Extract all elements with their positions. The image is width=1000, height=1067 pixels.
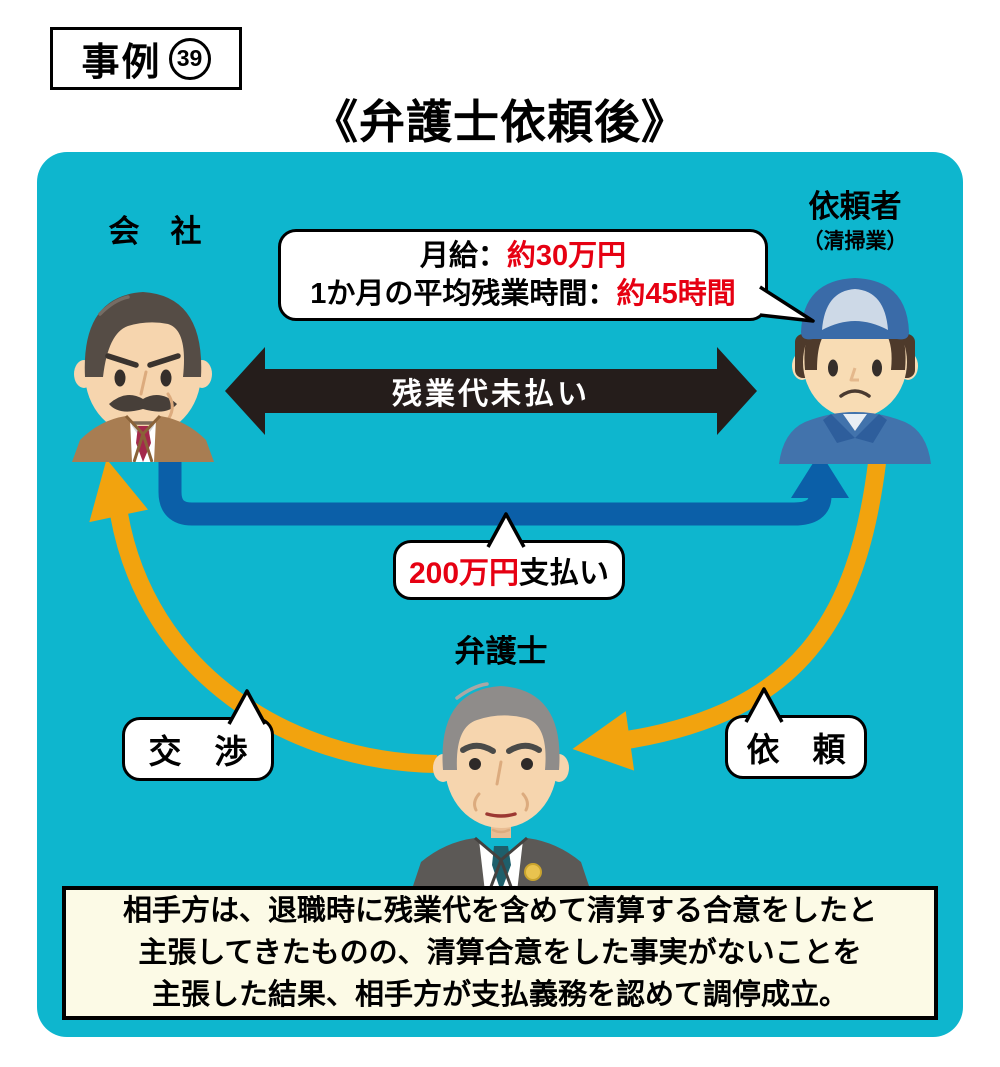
- page-title: 《弁護士依頼後》: [312, 96, 688, 148]
- unpaid-overtime-label: 残業代未払い: [392, 378, 590, 411]
- payment-bubble: 200万円支払い: [393, 512, 625, 600]
- salary-line2: 1か月の平均残業時間：約45時間: [310, 275, 735, 313]
- summary-line: 相手方は、退職時に残業代を含めて清算する合意をしたと: [122, 895, 877, 927]
- unpaid-overtime-arrow: 残業代未払い: [225, 345, 757, 437]
- request-bubble: 依 頼: [725, 687, 867, 779]
- client-label: 依頼者 （清掃業）: [765, 190, 945, 258]
- lawyer-label: 弁護士: [454, 634, 548, 669]
- client-label-main: 依頼者: [808, 189, 902, 224]
- flow-arrows-layer: [89, 440, 886, 773]
- negotiation-bubble: 交 渉: [122, 689, 274, 781]
- diagram-panel: 残業代未払い 会 社 依頼者 （清掃業） 弁護士 月給：約30万円 1か月の平均…: [37, 152, 963, 1037]
- lawyer-avatar: [411, 682, 591, 892]
- salary-line2-label: 1か月の平均残業時間：: [310, 278, 617, 310]
- summary-line: 主張した結果、相手方が支払義務を認めて調停成立。: [151, 979, 848, 1011]
- request-bubble-tail: [744, 687, 784, 723]
- salary-bubble: 月給：約30万円 1か月の平均残業時間：約45時間: [278, 229, 815, 323]
- payment-text: 200万円支払い: [409, 548, 609, 592]
- request-arrow: [572, 461, 886, 771]
- summary-box: 相手方は、退職時に残業代を含めて清算する合意をしたと 主張してきたものの、清算合…: [62, 886, 938, 1020]
- salary-line1: 月給：約30万円: [420, 237, 626, 275]
- request-label: 依 頼: [746, 731, 846, 768]
- company-label: 会 社: [108, 214, 202, 249]
- salary-line2-value: 約45時間: [616, 278, 736, 310]
- salary-line1-label: 月給：: [419, 240, 507, 272]
- payment-bubble-tail: [486, 512, 526, 548]
- salary-line1-value: 約30万円: [506, 240, 627, 272]
- company-avatar: [72, 292, 214, 462]
- client-avatar: [779, 278, 931, 464]
- payment-amount: 200万円: [408, 557, 520, 590]
- negotiation-arrow: [89, 459, 438, 773]
- case-badge-prefix: 事例: [81, 42, 162, 84]
- double-arrow-icon: [225, 347, 757, 435]
- payment-arrow: [158, 440, 849, 526]
- summary-line: 主張してきたものの、清算合意をした事実がないことを: [138, 937, 862, 969]
- negotiation-label: 交 渉: [148, 733, 248, 770]
- case-number-badge: 事例 39: [50, 27, 242, 90]
- payment-suffix: 支払い: [519, 557, 610, 590]
- negotiation-bubble-tail: [227, 689, 267, 725]
- salary-bubble-tail: [759, 285, 815, 323]
- client-label-sub: （清掃業）: [802, 230, 908, 253]
- case-number-circle: 39: [168, 37, 211, 80]
